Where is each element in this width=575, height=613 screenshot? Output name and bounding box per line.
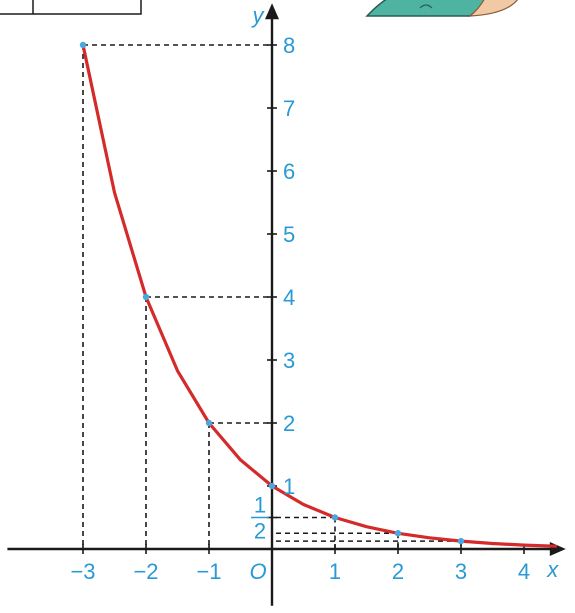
x-tick-label: 1 [329,559,341,584]
origin-label: O [249,559,266,584]
x-tick-label: 4 [518,559,530,584]
y-tick-label: 8 [283,33,295,58]
data-point [205,419,213,427]
data-point [142,293,150,301]
y-tick-label-half-denominator: 2 [254,519,266,544]
x-axis-arrow [549,542,566,556]
y-tick-label: 7 [283,96,295,121]
x-tick-label: −1 [196,559,221,584]
data-point [331,514,339,521]
y-tick-label: 2 [283,411,295,436]
y-tick-label: 1 [283,474,295,499]
y-tick-label: 6 [283,159,295,184]
y-axis-label: y [251,3,266,28]
x-tick-label: 2 [392,559,404,584]
y-tick-label-half-numerator: 1 [254,493,266,518]
dashed-guide-lines [82,44,462,549]
x-tick-label: −2 [133,559,158,584]
curve-layer [81,43,558,548]
data-points [79,41,465,545]
y-tick-label: 5 [283,222,295,247]
y-tick-label: 3 [283,348,295,373]
data-point [457,537,465,545]
x-tick-label: −3 [70,559,95,584]
x-axis-label: x [546,557,559,582]
x-tick-label: 3 [455,559,467,584]
top-table-fragment [0,0,142,15]
mascot-illustration-fragment [365,0,518,17]
data-point [268,482,276,490]
y-axis-arrow [265,3,279,20]
data-point [79,41,87,49]
y-tick-label: 4 [283,285,295,310]
data-point [394,530,402,537]
exponential-curve [81,43,558,548]
